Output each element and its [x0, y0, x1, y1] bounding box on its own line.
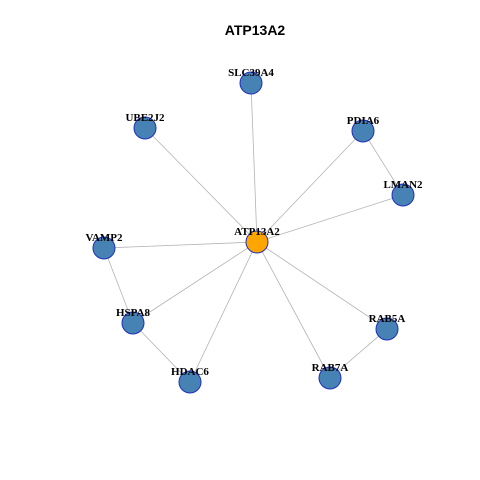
edge-layer — [103, 82, 404, 383]
edge-atp13a2-vamp2 — [103, 241, 258, 249]
edge-atp13a2-hspa8 — [132, 241, 258, 324]
edge-atp13a2-hdac6 — [189, 241, 258, 383]
edge-atp13a2-rab7a — [256, 241, 331, 379]
node-slc39a4[interactable] — [239, 71, 263, 95]
node-lman2[interactable] — [391, 183, 415, 207]
node-label-ube2j2: UBE2J2 — [125, 112, 165, 124]
node-rab5a[interactable] — [375, 317, 399, 341]
node-label-hspa8: HSPA8 — [116, 307, 151, 319]
edge-rab5a-rab7a — [329, 328, 388, 379]
node-label-slc39a4: SLC39A4 — [228, 67, 274, 79]
node-label-rab5a: RAB5A — [369, 313, 406, 325]
edge-atp13a2-lman2 — [256, 194, 404, 243]
node-atp13a2[interactable] — [245, 230, 269, 254]
edge-atp13a2-pdia6 — [256, 130, 364, 243]
node-label-lman2: LMAN2 — [383, 179, 423, 191]
graph-title: ATP13A2 — [225, 22, 286, 38]
node-hdac6[interactable] — [178, 370, 202, 394]
node-vamp2[interactable] — [92, 236, 116, 260]
node-label-atp13a2: ATP13A2 — [234, 226, 280, 238]
node-hspa8[interactable] — [121, 311, 145, 335]
edge-atp13a2-rab5a — [256, 241, 388, 330]
node-pdia6[interactable] — [351, 119, 375, 143]
node-layer — [92, 71, 415, 394]
node-rab7a[interactable] — [318, 366, 342, 390]
edge-hspa8-hdac6 — [132, 322, 191, 383]
node-label-hdac6: HDAC6 — [171, 366, 209, 378]
edge-vamp2-hspa8 — [103, 247, 134, 324]
node-label-rab7a: RAB7A — [312, 362, 349, 374]
node-ube2j2[interactable] — [133, 116, 157, 140]
edge-atp13a2-slc39a4 — [250, 82, 258, 243]
node-label-pdia6: PDIA6 — [347, 115, 380, 127]
edge-atp13a2-ube2j2 — [144, 127, 258, 243]
edge-pdia6-lman2 — [362, 130, 404, 196]
node-label-vamp2: VAMP2 — [85, 232, 123, 244]
